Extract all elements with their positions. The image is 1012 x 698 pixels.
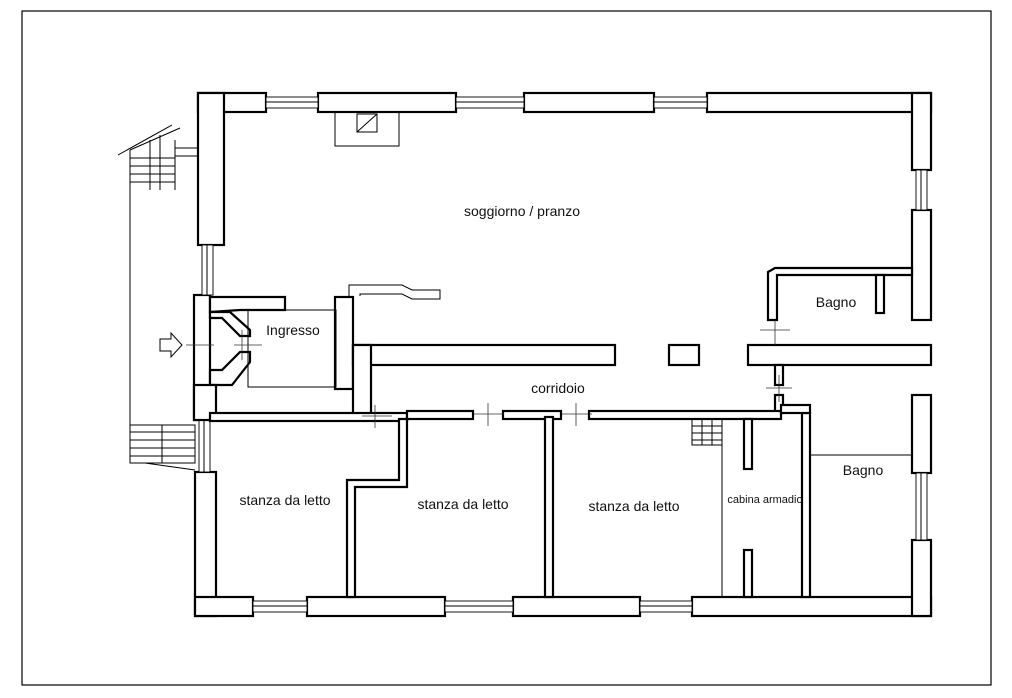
stairs-icon <box>691 418 723 446</box>
fireplace-icon <box>334 111 400 147</box>
room-label-corridor: corridoio <box>531 380 585 396</box>
windows <box>198 96 928 613</box>
exterior-walls <box>192 91 933 618</box>
room-label-bedroom3: stanza da letto <box>588 498 679 514</box>
room-label-bedroom2: stanza da letto <box>417 496 508 512</box>
counter-outline <box>348 284 441 300</box>
bath1-walls <box>760 266 914 345</box>
room-label-entrance: Ingresso <box>266 322 320 338</box>
room-label-closet: cabina armadio <box>727 494 802 506</box>
entry-arrow-icon <box>159 331 183 359</box>
external-stairs <box>117 124 198 471</box>
bedroom-walls <box>345 403 912 599</box>
room-label-bath1: Bagno <box>816 294 857 310</box>
page-frame <box>21 10 992 686</box>
room-label-bedroom1: stanza da letto <box>239 492 330 508</box>
entrance-walls <box>186 295 355 422</box>
room-label-bath2: Bagno <box>843 462 884 478</box>
room-label-living: soggiorno / pranzo <box>464 203 580 219</box>
corridor-walls <box>208 343 933 428</box>
